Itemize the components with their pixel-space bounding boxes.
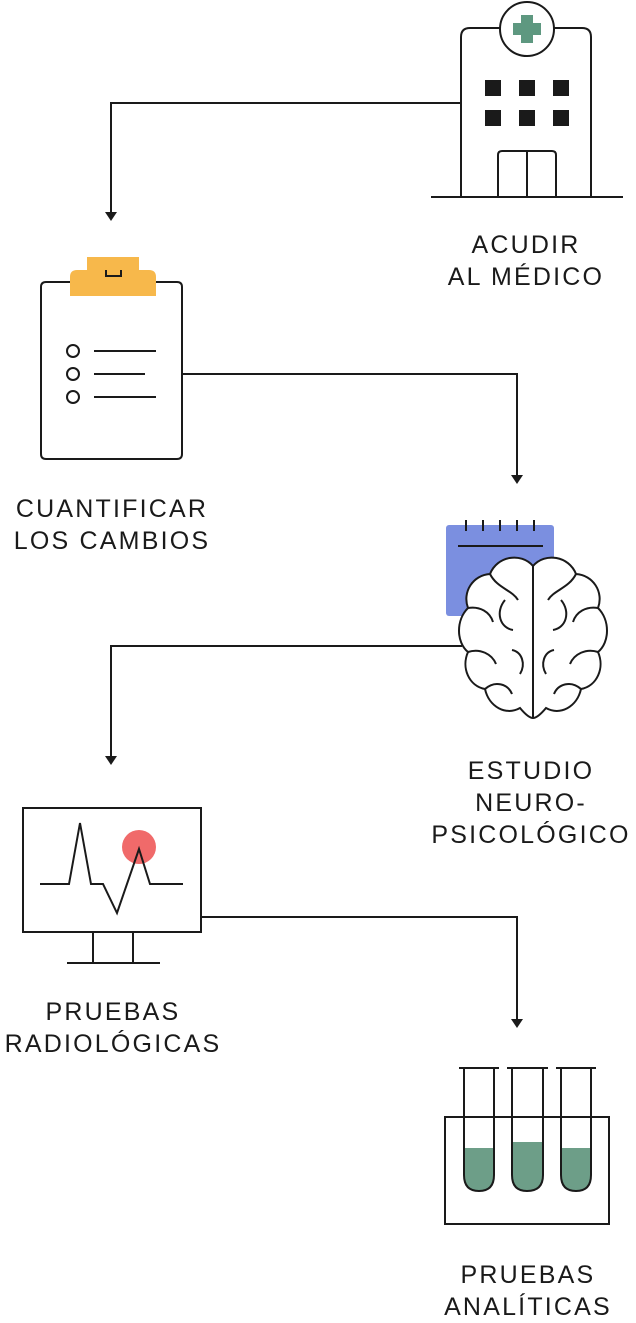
label-line: RADIOLÓGICAS xyxy=(4,1030,222,1058)
label-line: NEURO- xyxy=(475,789,587,817)
connector-4 xyxy=(201,916,518,1020)
step-label-estudio-neuropsicologico: ESTUDIO NEURO- PSICOLÓGICO xyxy=(426,755,636,851)
label-line: ANALÍTICAS xyxy=(444,1293,612,1321)
step-label-acudir-al-medico: ACUDIR AL MÉDICO xyxy=(426,229,626,293)
connector-1 xyxy=(110,102,461,212)
label-line: PSICOLÓGICO xyxy=(431,821,631,849)
connector-3 xyxy=(110,645,462,757)
brain-notebook-icon xyxy=(446,520,608,720)
label-line: ESTUDIO xyxy=(467,757,595,785)
arrowhead-3 xyxy=(105,756,117,765)
step-label-pruebas-analiticas: PRUEBAS ANALÍTICAS xyxy=(428,1259,628,1323)
connector-2 xyxy=(183,373,518,476)
label-line: ACUDIR xyxy=(471,231,581,259)
label-line: LOS CAMBIOS xyxy=(13,527,211,555)
clipboard-checklist-icon xyxy=(40,257,183,460)
arrowhead-1 xyxy=(105,212,117,221)
hospital-icon xyxy=(431,1,623,198)
arrowhead-2 xyxy=(511,475,523,484)
monitor-pulse-icon xyxy=(22,807,202,964)
arrowhead-4 xyxy=(511,1019,523,1028)
label-line: PRUEBAS xyxy=(460,1261,596,1289)
label-line: AL MÉDICO xyxy=(447,263,605,291)
step-label-cuantificar-los-cambios: CUANTIFICAR LOS CAMBIOS xyxy=(2,493,222,557)
label-line: PRUEBAS xyxy=(45,998,181,1026)
step-label-pruebas-radiologicas: PRUEBAS RADIOLÓGICAS xyxy=(0,996,226,1060)
test-tubes-icon xyxy=(444,1067,610,1225)
label-line: CUANTIFICAR xyxy=(15,495,209,523)
